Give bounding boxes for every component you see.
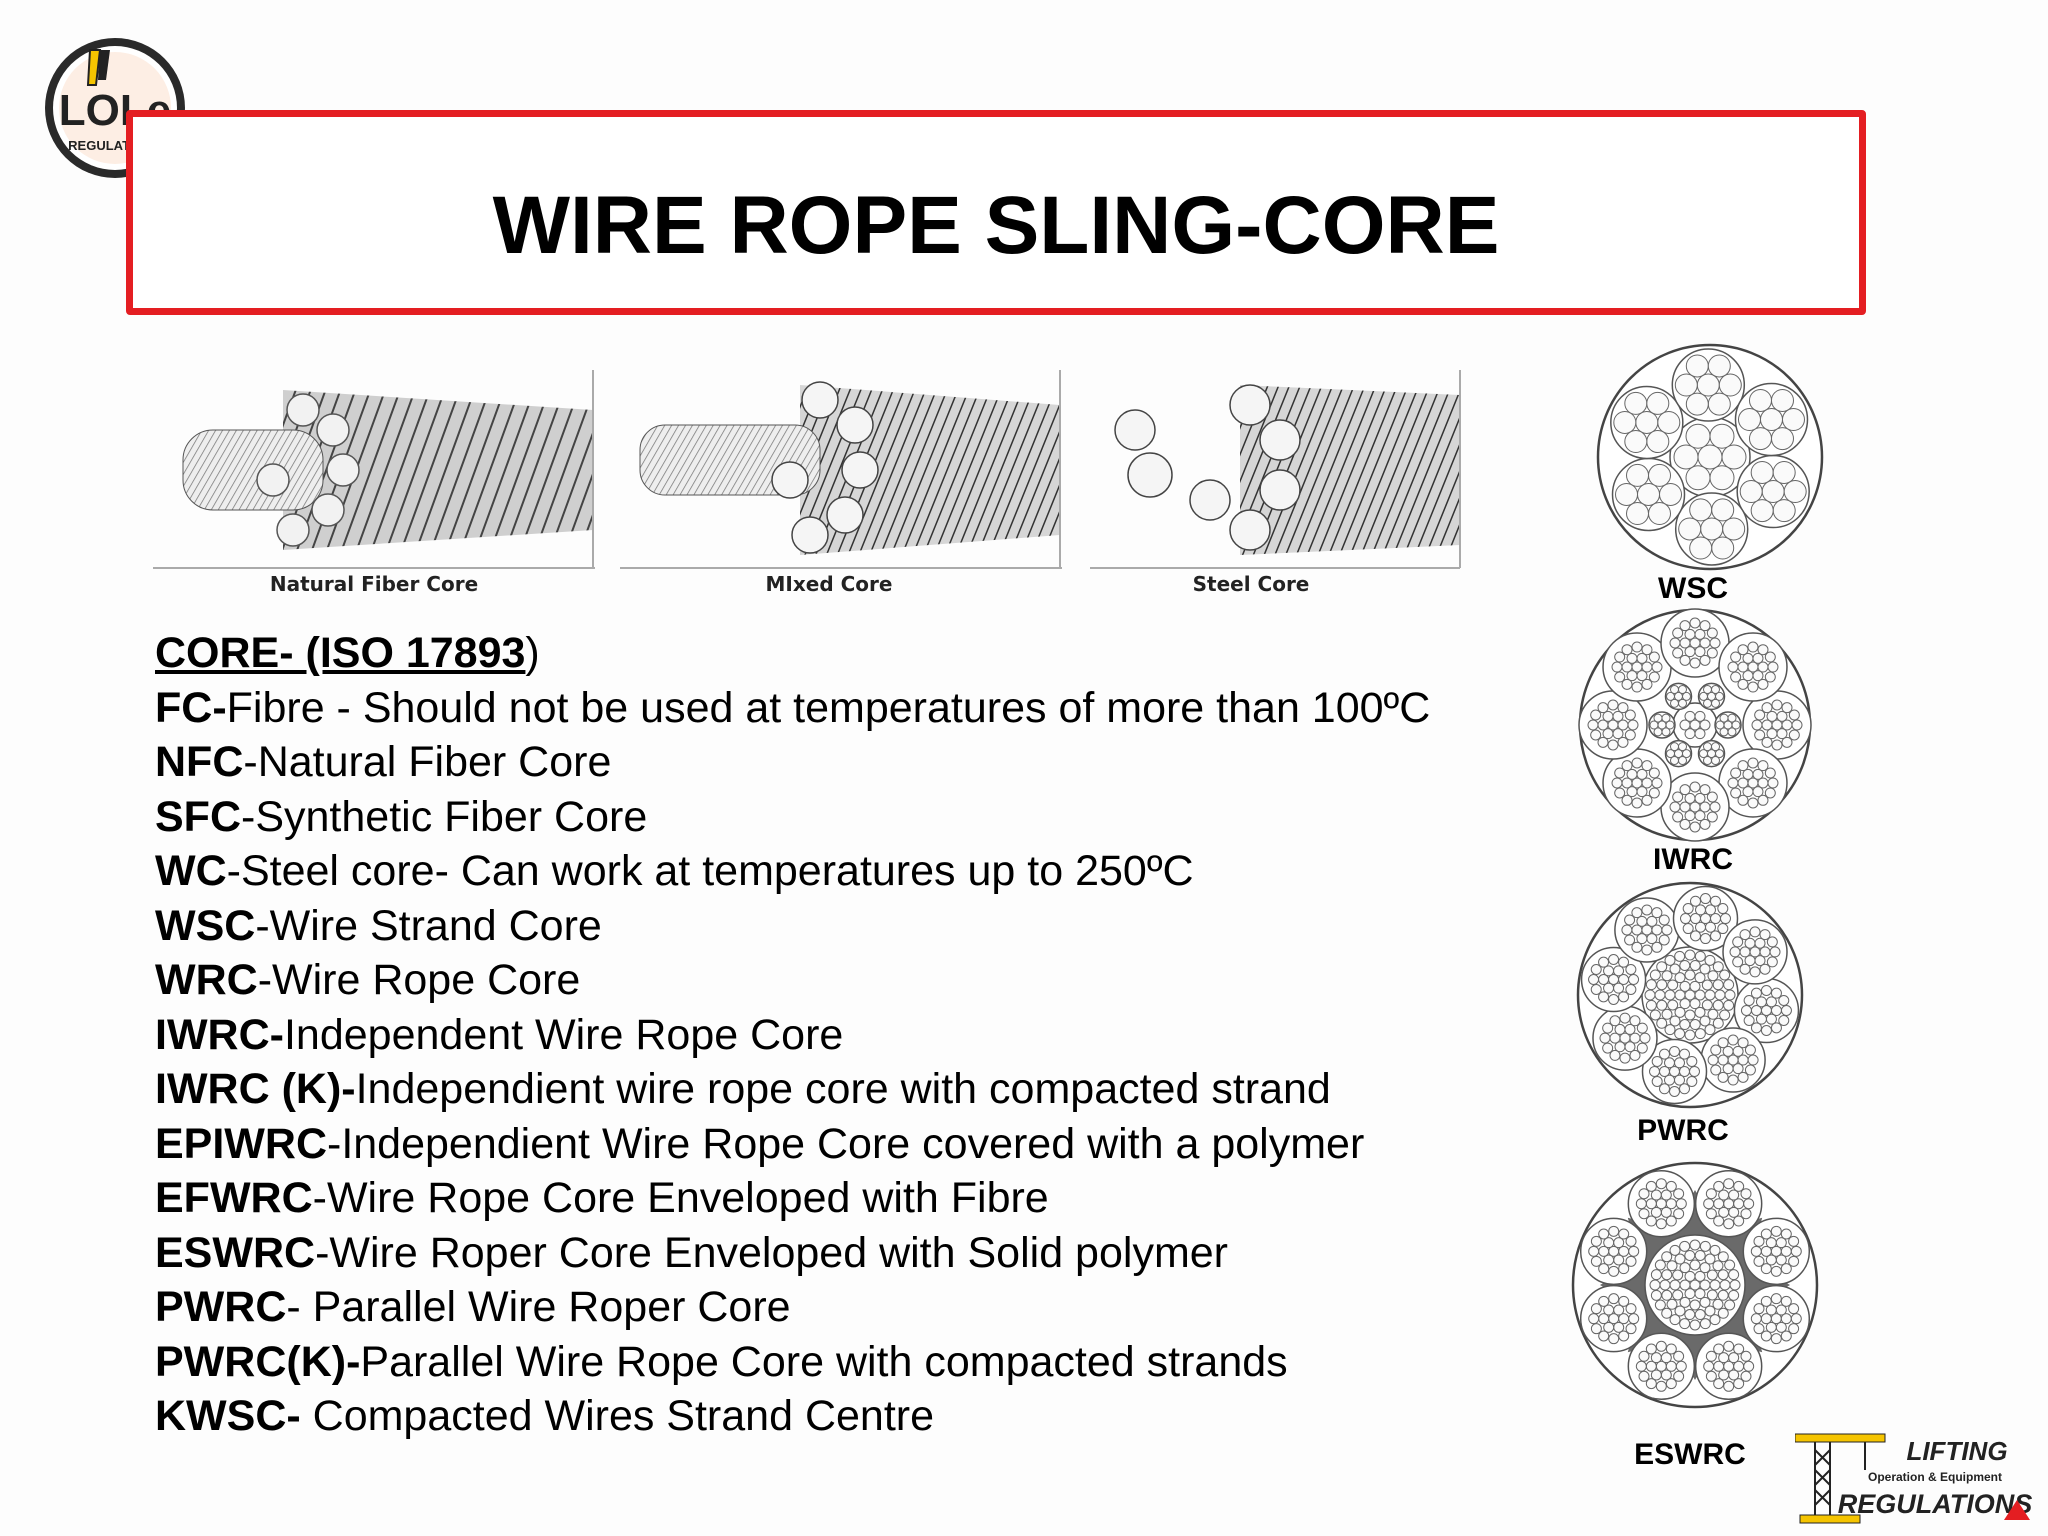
list-item: WC-Steel core- Can work at temperatures … [155, 847, 1194, 895]
cross-section-label: WSC [1658, 572, 1728, 605]
svg-text:Operation & Equipment: Operation & Equipment [1868, 1470, 2002, 1484]
list-item: WRC-Wire Rope Core [155, 956, 581, 1004]
iwrc-cross-section-icon [1578, 608, 1812, 842]
natural-fiber-core-rope-icon [153, 370, 595, 569]
rope-caption: MIxed Core [765, 572, 893, 596]
list-item: KWSC- Compacted Wires Strand Centre [155, 1392, 935, 1440]
svg-text:LIFTING: LIFTING [1906, 1436, 2007, 1466]
list-item: ESWRC-Wire Roper Core Enveloped with Sol… [155, 1228, 1228, 1277]
list-item: WSC-Wire Strand Core [155, 901, 602, 950]
steel-core-rope-icon [1090, 370, 1461, 569]
list-item: IWRC-Independent Wire Rope Core [155, 1010, 844, 1059]
svg-text:REGULATIONS: REGULATIONS [1838, 1489, 2033, 1519]
core-list: CORE- (ISO 17893) FC-Fibre - Should not … [155, 626, 1555, 1444]
page-title: WIRE ROPE SLING-CORE [492, 180, 1500, 271]
list-item: SFC-Synthetic Fiber Core [155, 792, 648, 841]
wsc-cross-section-icon [1596, 343, 1824, 571]
cross-section-label: PWRC [1637, 1114, 1729, 1147]
list-item: IWRC (K)-Independient wire rope core wit… [155, 1065, 1331, 1113]
eswrc-cross-section-icon [1571, 1161, 1819, 1409]
list-item: EPIWRC-Independient Wire Rope Core cover… [155, 1119, 1365, 1168]
list-item: NFC-Natural Fiber Core [155, 738, 612, 786]
list-item: EFWRC-Wire Rope Core Enveloped with Fibr… [155, 1174, 1049, 1222]
list-item: PWRC- Parallel Wire Roper Core [155, 1283, 791, 1331]
list-item: PWRC(K)-Parallel Wire Rope Core with com… [155, 1337, 1288, 1386]
mixed-core-rope-icon [620, 370, 1062, 569]
pwrc-cross-section-icon [1576, 881, 1804, 1109]
title-box: WIRE ROPE SLING-CORE [126, 110, 1866, 315]
cross-section-label: ESWRC [1634, 1438, 1746, 1471]
lifting-regulations-logo-icon: LIFTING Operation & Equipment REGULATION… [1795, 1433, 2033, 1524]
cross-section-label: IWRC [1653, 843, 1733, 876]
rope-caption: Steel Core [1192, 572, 1310, 596]
rope-caption: Natural Fiber Core [269, 572, 479, 596]
list-item: FC-Fibre - Should not be used at tempera… [155, 683, 1431, 732]
core-heading: CORE- (ISO 17893) [155, 629, 540, 677]
